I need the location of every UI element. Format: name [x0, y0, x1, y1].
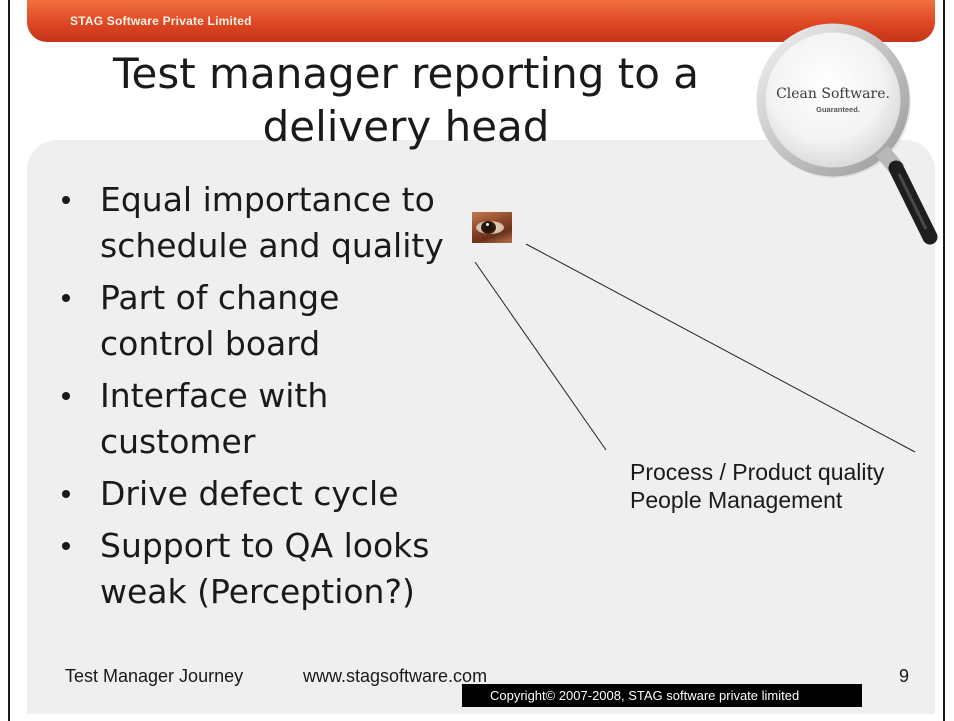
eye-image: [472, 212, 512, 243]
logo-subtext: Guaranteed.: [816, 105, 860, 114]
bullet-text: Part of change: [100, 278, 340, 317]
bullet-icon: [62, 294, 70, 302]
bullet-text: Interface with: [100, 376, 329, 415]
logo-text: Clean Software.: [776, 86, 890, 102]
bullet-text: weak (Perception?): [100, 572, 415, 611]
bullet-icon: [62, 392, 70, 400]
bullet-text: Support to QA looks: [100, 526, 430, 565]
bullet-text: Drive defect cycle: [100, 474, 399, 513]
magnifier-icon: Clean Software. Guaranteed.: [756, 23, 938, 245]
company-name: STAG Software Private Limited: [70, 14, 252, 28]
bullet-text: control board: [100, 324, 321, 363]
page-number: 9: [899, 666, 910, 686]
bullet-list: Equal importance to schedule and quality…: [58, 177, 478, 615]
slide-title-line: delivery head: [262, 102, 550, 151]
logo-handle-highlight: [897, 173, 928, 230]
bullet-text: Equal importance to: [100, 180, 435, 219]
annotation-text: Process / Product quality People Managem…: [630, 458, 884, 514]
bullet-icon: [62, 196, 70, 204]
annotation-line: Process / Product quality: [630, 459, 885, 485]
slide-border-left: [8, 0, 10, 721]
bullet-text: customer: [100, 422, 256, 461]
copyright-bar: Copyright© 2007-2008, STAG software priv…: [462, 684, 862, 707]
bullet-icon: [62, 490, 70, 498]
slide-title: Test manager reporting to a delivery hea…: [76, 47, 736, 153]
footer-url: www.stagsoftware.com: [303, 666, 488, 686]
eye-glint: [486, 223, 489, 226]
connector-line: [474, 261, 607, 451]
slide-title-line: Test manager reporting to a: [112, 49, 699, 98]
bullet-item: Part of change control board: [58, 275, 478, 367]
bullet-item: Support to QA looks weak (Perception?): [58, 523, 478, 615]
footer-title: Test Manager Journey: [65, 666, 244, 686]
bullet-text: schedule and quality: [100, 226, 444, 265]
bullet-item: Interface with customer: [58, 373, 478, 465]
logo-lens: [756, 23, 910, 177]
bullet-icon: [62, 542, 70, 550]
bullet-item: Drive defect cycle: [58, 471, 478, 517]
bullet-item: Equal importance to schedule and quality: [58, 177, 478, 269]
annotation-line: People Management: [630, 487, 843, 513]
connector-line: [525, 243, 916, 453]
slide-border-right: [943, 0, 945, 721]
header-bar: [27, 0, 935, 42]
eye-iris: [481, 221, 496, 234]
